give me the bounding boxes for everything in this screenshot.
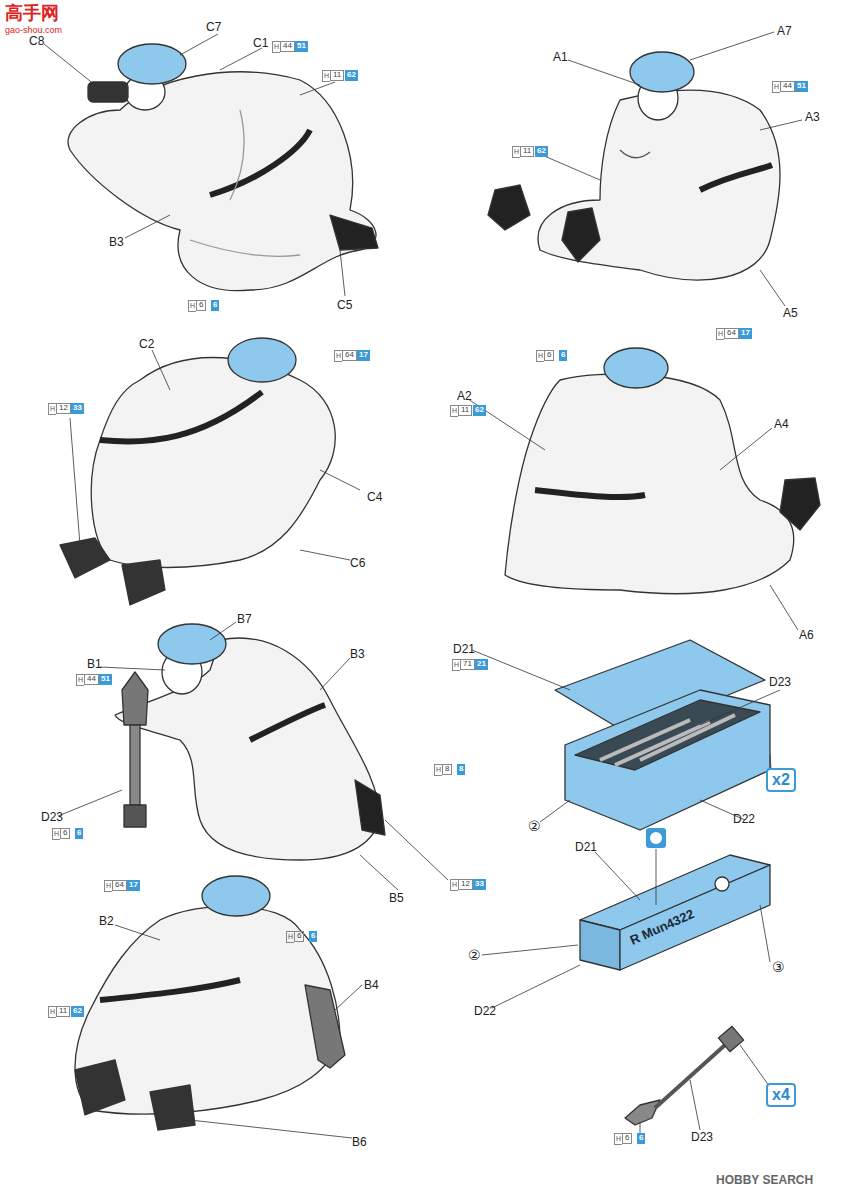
part-number: B6 (351, 1135, 368, 1149)
part-number: C1 (252, 36, 269, 50)
part-number: C2 (138, 337, 155, 351)
part-number: A1 (552, 50, 569, 64)
paint-code: 12 (56, 403, 71, 414)
part-number: A7 (776, 24, 793, 38)
paint-code-blue: 51 (99, 674, 112, 685)
paint-code: 71 (460, 659, 475, 670)
paint-code-blue: 62 (345, 70, 358, 81)
paint-code: 11 (330, 70, 344, 81)
paint-maker: H (614, 1133, 622, 1145)
callout-number: ② (468, 948, 481, 962)
paint-code: 6 (544, 350, 554, 361)
paint-code: 64 (342, 350, 357, 361)
callout-number: ② (528, 819, 541, 833)
paint-maker: H (536, 350, 544, 362)
paint-code: 6 (294, 931, 304, 942)
part-number: B3 (108, 235, 125, 249)
paint-code-blue: 6 (75, 828, 83, 839)
paint-code-blue: 6 (211, 300, 219, 311)
watermark: HOBBY SEARCH (716, 1174, 813, 1186)
paint-code: 44 (780, 81, 795, 92)
part-number: A2 (456, 389, 473, 403)
paint-maker: H (322, 70, 330, 82)
paint-maker: H (450, 879, 458, 891)
callout-number: ③ (772, 960, 785, 974)
part-number: C6 (349, 556, 366, 570)
paint-maker: H (512, 146, 520, 158)
paint-code-blue: 21 (475, 659, 488, 670)
paint-code: 64 (112, 880, 127, 891)
paint-code: 6 (622, 1133, 632, 1144)
paint-code: 12 (458, 879, 473, 890)
paint-code-blue: 17 (357, 350, 370, 361)
part-number: B5 (388, 891, 405, 905)
paint-maker: H (772, 81, 780, 93)
part-number: C7 (205, 20, 222, 34)
paint-code-blue: 6 (309, 931, 317, 942)
part-number: B3 (349, 647, 366, 661)
paint-maker: H (76, 674, 84, 686)
quantity-text: x4 (772, 1086, 790, 1103)
paint-code-blue: 17 (739, 328, 752, 339)
paint-maker: H (716, 328, 724, 340)
part-number: C8 (28, 34, 45, 48)
quantity-text: x2 (772, 771, 790, 788)
paint-code: 44 (280, 41, 295, 52)
part-number: A4 (773, 417, 790, 431)
paint-code-blue: 62 (71, 1006, 84, 1017)
part-number: A6 (798, 628, 815, 642)
paint-code-blue: 6 (637, 1133, 645, 1144)
paint-code: 64 (724, 328, 739, 339)
paint-maker: H (272, 41, 280, 53)
part-number: A5 (782, 306, 799, 320)
paint-code-blue: 51 (295, 41, 308, 52)
paint-maker: H (450, 405, 458, 417)
paint-maker: H (286, 931, 294, 943)
paint-maker: H (452, 659, 460, 671)
paint-code-blue: 8 (457, 764, 465, 775)
part-number: D23 (690, 1130, 714, 1144)
part-number: B1 (86, 657, 103, 671)
paint-code-blue: 62 (535, 146, 548, 157)
paint-code-blue: 33 (473, 879, 486, 890)
quantity-box: x4 (766, 1083, 796, 1107)
paint-maker: H (52, 828, 60, 840)
quantity-box: x2 (766, 768, 796, 792)
part-number: C5 (336, 298, 353, 312)
part-number: D21 (574, 840, 598, 854)
paint-code-blue: 6 (559, 350, 567, 361)
part-number: B2 (98, 914, 115, 928)
paint-code-blue: 17 (127, 880, 140, 891)
paint-code-blue: 33 (71, 403, 84, 414)
part-number: C4 (366, 490, 383, 504)
paint-code: 11 (56, 1006, 70, 1017)
paint-maker: H (48, 403, 56, 415)
paint-code: 6 (60, 828, 70, 839)
paint-maker: H (434, 764, 442, 776)
part-number: A3 (804, 110, 821, 124)
paint-code-blue: 51 (795, 81, 808, 92)
paint-code-blue: 62 (473, 405, 486, 416)
paint-code: 44 (84, 674, 99, 685)
part-number: B7 (236, 612, 253, 626)
paint-code: 11 (458, 405, 472, 416)
watermark: gao-shou.com (5, 26, 62, 35)
paint-code: 8 (442, 764, 452, 775)
paint-maker: H (188, 300, 196, 312)
watermark: 高手网 (5, 4, 59, 22)
part-number: D22 (473, 1004, 497, 1018)
part-number: D22 (732, 812, 756, 826)
paint-maker: H (334, 350, 342, 362)
paint-code: 11 (520, 146, 534, 157)
part-number: D21 (452, 642, 476, 656)
paint-code: 6 (196, 300, 206, 311)
part-number: B4 (363, 978, 380, 992)
part-number: D23 (768, 675, 792, 689)
paint-maker: H (48, 1006, 56, 1018)
part-number: D23 (40, 810, 64, 824)
paint-maker: H (104, 880, 112, 892)
